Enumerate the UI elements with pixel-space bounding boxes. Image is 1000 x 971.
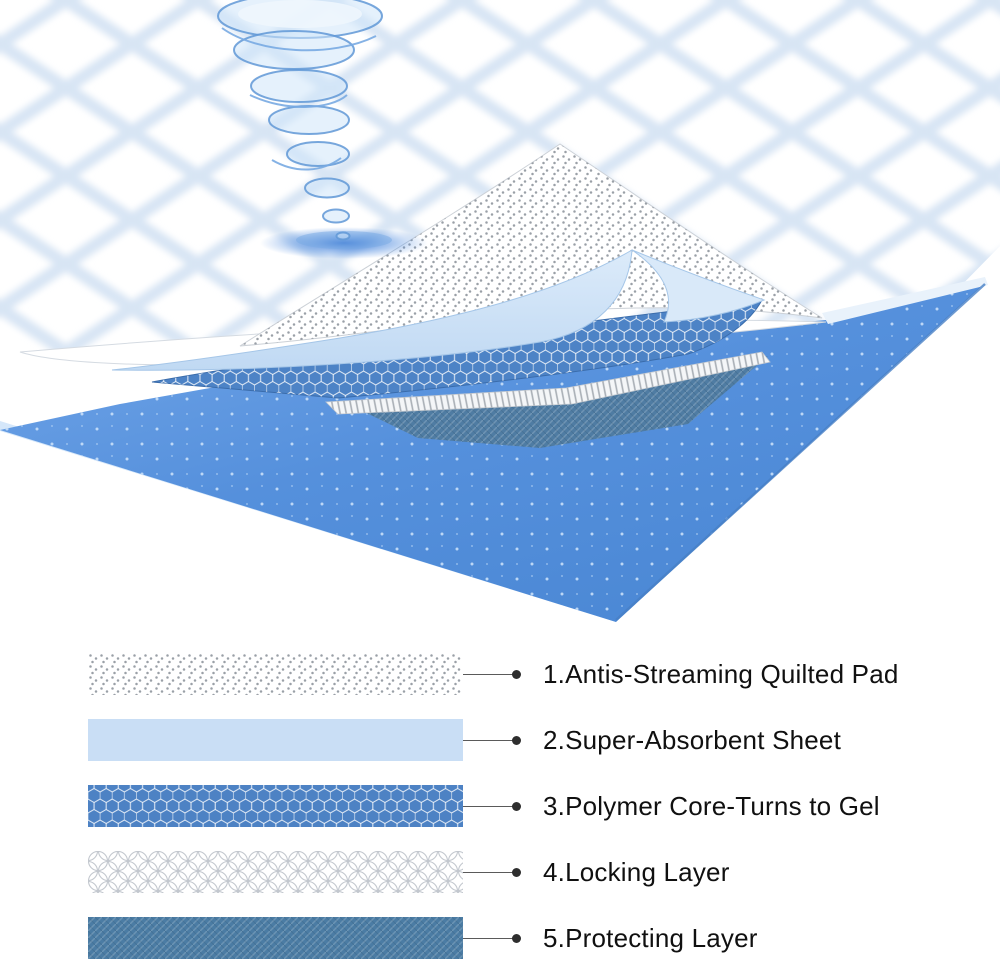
- vortex-opening: [238, 0, 362, 28]
- quilted-top-surface: [0, 0, 1000, 354]
- legend-swatch-polymer-core: [88, 785, 463, 827]
- sheet-right-curl: [631, 249, 766, 323]
- locking-serrated-layer: [325, 351, 771, 415]
- legend-connector-dot: [512, 801, 521, 811]
- legend-row-polymer-core: 3.Polymer Core-Turns to Gel: [88, 785, 1000, 827]
- legend-row-absorbent-sheet: 2.Super-Absorbent Sheet: [88, 719, 1000, 761]
- legend-connector-dot: [512, 735, 521, 745]
- legend-row-protecting-layer: 5.Protecting Layer: [88, 917, 1000, 959]
- legend-connector-line: [463, 739, 513, 741]
- layer-legend: 1.Antis-Streaming Quilted Pad 2.Super-Ab…: [0, 645, 1000, 959]
- serrated-strip-ticks: [326, 352, 770, 414]
- legend-swatch-absorbent-sheet: [88, 719, 463, 761]
- legend-row-locking-layer: 4.Locking Layer: [88, 851, 1000, 893]
- legend-connector-line: [463, 937, 513, 939]
- legend-swatch-locking-layer: [88, 851, 463, 893]
- legend-swatch-quilted-pad: [88, 653, 463, 695]
- legend-connector-line: [463, 673, 513, 675]
- legend-swatch-protecting-layer: [88, 917, 463, 959]
- legend-row-quilted-pad: 1.Antis-Streaming Quilted Pad: [88, 653, 1000, 695]
- legend-label-absorbent-sheet: 2.Super-Absorbent Sheet: [543, 724, 842, 755]
- legend-connector-dot: [512, 669, 521, 679]
- pad-illustration: [0, 0, 1000, 622]
- absorbent-sheet-layer: [111, 249, 766, 371]
- legend-connector-line: [463, 871, 513, 873]
- legend-label-locking-layer: 4.Locking Layer: [543, 856, 730, 887]
- legend-connector-line: [463, 805, 513, 807]
- water-vortex: [217, 0, 428, 259]
- legend-connector-dot: [512, 867, 521, 877]
- legend-connector-dot: [512, 933, 521, 943]
- slab-bottom-edge: [615, 283, 986, 621]
- legend-label-protecting-layer: 5.Protecting Layer: [543, 922, 758, 953]
- slab-right-edge-strip: [822, 277, 988, 324]
- legend-label-polymer-core: 3.Polymer Core-Turns to Gel: [543, 790, 880, 821]
- vortex-swirl-lines: [221, 27, 377, 171]
- legend-label-quilted-pad: 1.Antis-Streaming Quilted Pad: [543, 658, 899, 689]
- sheet-main: [111, 249, 633, 371]
